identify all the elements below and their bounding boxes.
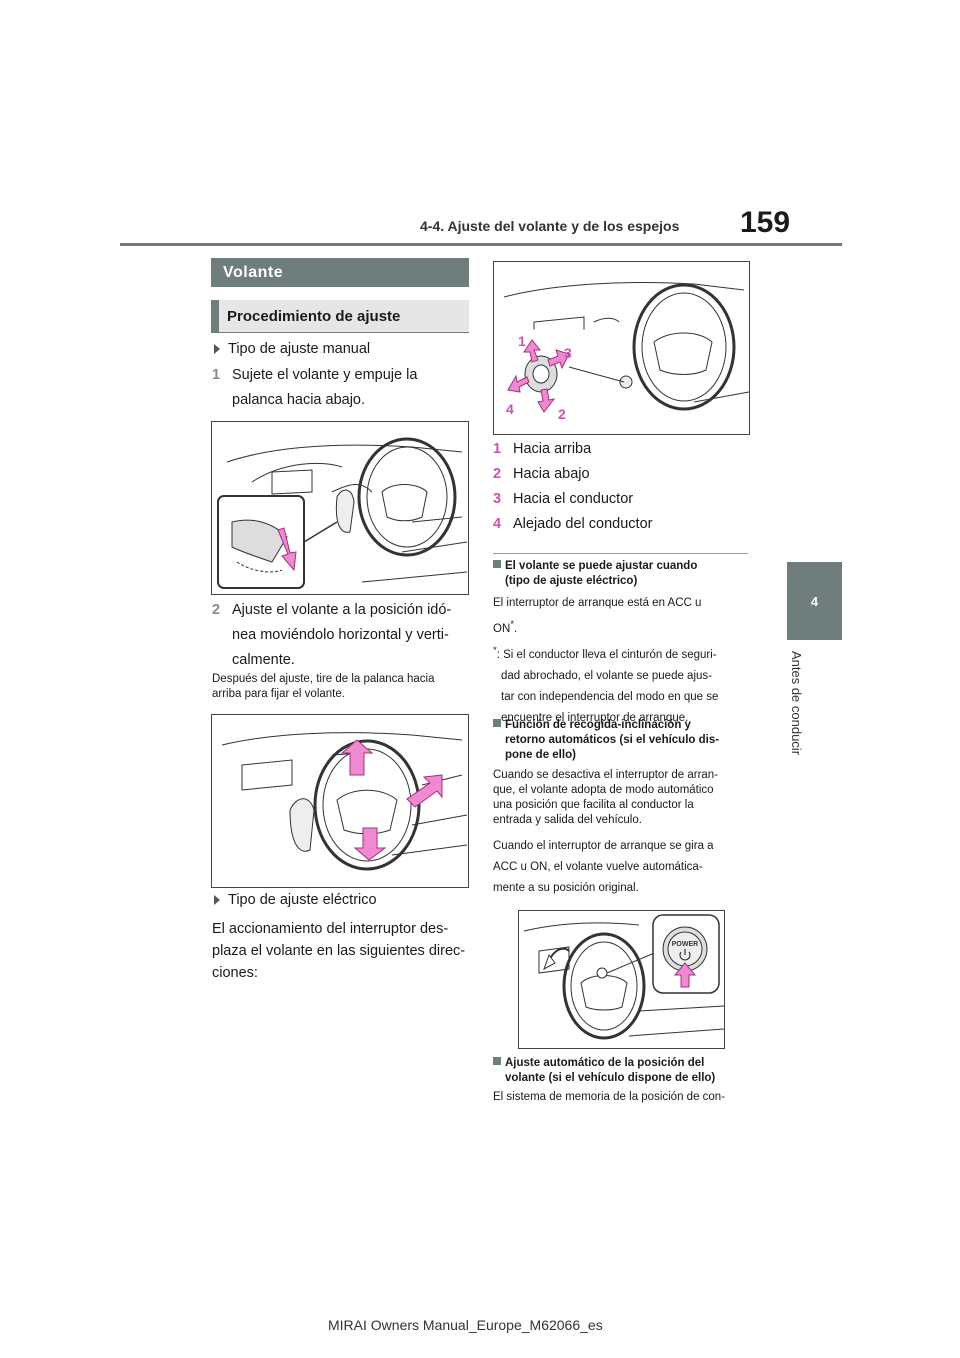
step-number: 1 [212,367,221,383]
note-heading: Ajuste automático de la posición del vol… [493,1056,753,1086]
direction-label: Hacia arriba [513,441,592,457]
page-number: 159 [740,206,791,239]
description-line: plaza el volante en las siguientes direc… [212,943,466,959]
note-heading-line: volante (si el vehículo dispone de ello) [505,1072,716,1084]
note-text: Cuando se desactiva el interruptor de ar… [493,768,755,828]
footnote-mark: * [510,619,514,630]
manual-type-heading: Tipo de ajuste manual [214,341,370,357]
running-header: 4-4. Ajuste del volante y de los espejos [420,218,680,234]
section-banner-title: Volante [223,263,284,281]
note-text: El sistema de memoria de la posición de … [493,1090,755,1105]
note-heading-line: retorno automáticos (si el vehículo dis- [505,734,720,746]
note-heading-line: (tipo de ajuste eléctrico) [505,575,638,587]
note-text: Cuando el interruptor de arranque se gir… [493,836,755,899]
note-heading: El volante se puede ajustar cuando (tipo… [493,559,753,589]
direction-number: 1 [493,441,502,457]
note-line: entrada y salida del vehículo. [493,814,642,826]
footer-text: MIRAI Owners Manual_Europe_M62066_es [328,1317,603,1333]
figure-power-switch: POWER [518,910,725,1049]
chapter-label: Antes de conducir [789,650,804,756]
electric-type-text: Tipo de ajuste eléctrico [228,892,377,908]
note-text: El interruptor de arranque está en ACC u… [493,593,755,729]
subsection-banner-title: Procedimiento de ajuste [227,307,401,325]
direction-number: 4 [493,516,502,532]
step-text: calmente. [232,652,295,668]
subsection-rule [211,332,469,333]
section-banner: Volante [211,258,469,287]
step-text: palanca hacia abajo. [232,392,366,408]
triangle-bullet-icon [214,895,220,906]
figure-label-4: 4 [506,401,514,417]
note-line: El interruptor de arranque está en ACC u [493,597,702,609]
note-line: ON [493,622,511,635]
direction-number: 3 [493,491,502,507]
notes-rule [493,553,748,554]
direction-item: 1 Hacia arriba [493,437,753,462]
figure-label-1: 1 [518,333,526,349]
note-line: ACC u ON, el volante vuelve automática- [493,861,703,873]
square-bullet-icon [493,1057,501,1065]
figure-steering-movement [211,714,469,888]
step-text: Sujete el volante y empuje la [232,367,418,383]
direction-label: Hacia el conductor [513,491,634,507]
chapter-label-container: Antes de conducir [789,648,842,758]
figure-label-3: 3 [564,345,572,361]
note-line: arriba para fijar el volante. [212,688,345,700]
note-line: una posición que facilita al conductor l… [493,799,694,811]
footnote-line: dad abrochado, el volante se puede ajus- [501,669,712,682]
note-line: que, el volante adopta de modo automátic… [493,784,714,796]
description-line: ciones: [212,965,258,981]
note-heading-line: El volante se puede ajustar cuando [505,560,698,572]
note-line: El sistema de memoria de la posición de … [493,1091,726,1103]
power-button-label: POWER [672,941,698,948]
footnote-line: tar con independencia del modo en que se [501,690,719,703]
square-bullet-icon [493,719,501,727]
step-text: nea moviéndolo horizontal y verti- [232,627,449,643]
note-heading-line: pone de ello) [505,749,576,761]
manual-step-1: 1 Sujete el volante y empuje la palanca h… [212,363,472,413]
direction-label: Alejado del conductor [513,516,653,532]
description-line: El accionamiento del interruptor des- [212,921,449,937]
chapter-number: 4 [810,593,819,609]
subsection-banner: Procedimiento de ajuste [211,300,469,332]
header-rule [120,243,842,246]
direction-list: 1 Hacia arriba 2 Hacia abajo 3 Hacia el con… [493,437,753,537]
figure-manual-lever [211,421,469,595]
triangle-bullet-icon [214,344,220,355]
step-number: 2 [212,602,221,618]
square-bullet-icon [493,560,501,568]
note-line: Cuando el interruptor de arranque se gir… [493,840,714,852]
figure-label-2: 2 [558,406,566,422]
figure-electric-switch: 1 2 3 4 [493,261,750,435]
chapter-tab: 4 [787,562,842,640]
direction-item: 3 Hacia el conductor [493,487,753,512]
direction-item: 4 Alejado del conductor [493,512,753,537]
step-text: Ajuste el volante a la posición idó- [232,602,452,618]
footnote-mark: * [493,644,497,656]
note-heading-line: Función de recogida-inclinación y [505,719,691,731]
manual-type-text: Tipo de ajuste manual [228,341,371,357]
direction-item: 2 Hacia abajo [493,462,753,487]
direction-label: Hacia abajo [513,466,590,482]
electric-type-heading: Tipo de ajuste eléctrico [214,892,377,908]
electric-description: El accionamiento del interruptor des- pl… [212,918,474,984]
note-heading: Función de recogida-inclinación y retorn… [493,718,753,763]
direction-number: 2 [493,466,502,482]
footnote-line: encuentre el interruptor de arranque. [501,711,689,724]
note-line: Cuando se desactiva el interruptor de ar… [493,769,719,781]
note-line: Después del ajuste, tire de la palanca h… [212,673,435,685]
note-line: mente a su posición original. [493,882,639,894]
after-adjust-note: Después del ajuste, tire de la palanca h… [212,672,472,702]
note-heading-line: Ajuste automático de la posición del [505,1057,705,1069]
manual-step-2: 2 Ajuste el volante a la posición idó- ne… [212,598,472,673]
footnote-line: : Si el conductor lleva el cinturón de s… [496,648,717,661]
